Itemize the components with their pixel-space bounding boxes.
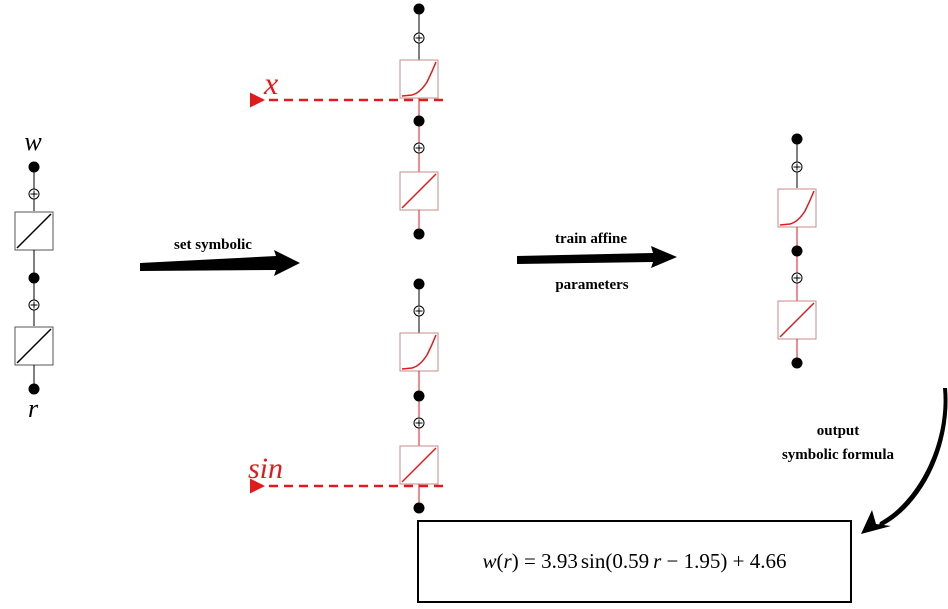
node <box>413 278 425 290</box>
node <box>791 245 803 257</box>
activation-curve-x <box>401 61 437 97</box>
curved-arrow-body <box>878 388 948 528</box>
arrow-shape <box>140 250 300 276</box>
formula-sin: sin <box>580 549 606 573</box>
set-symbolic-arrow: set symbolic <box>140 237 300 276</box>
node <box>413 390 425 402</box>
formula-lhs-close: ) <box>511 549 519 573</box>
arrow-shape <box>517 246 677 268</box>
activation-curve <box>401 334 437 370</box>
output-formula-arrow: output symbolic formula <box>782 388 948 534</box>
activation-curve-sin <box>401 447 437 483</box>
node <box>791 133 803 145</box>
left-network: w r <box>14 127 54 423</box>
right-network <box>777 133 817 369</box>
train-affine-label-2: parameters <box>555 277 628 293</box>
label-w: w <box>24 127 42 156</box>
node <box>28 272 40 284</box>
activation-curve <box>401 173 437 209</box>
node <box>28 161 40 173</box>
activation-curve <box>779 190 815 226</box>
node <box>413 115 425 127</box>
node <box>28 383 40 395</box>
symbolic-x-label: x <box>263 65 278 101</box>
train-affine-arrow: train affine parameters <box>517 231 677 293</box>
formula-lhs-func: w <box>482 549 497 573</box>
activation-curve <box>16 213 52 249</box>
train-affine-label-1: train affine <box>555 231 627 247</box>
node <box>413 3 425 15</box>
formula-var: r <box>653 549 662 573</box>
formula-lhs-var: r <box>503 549 512 573</box>
formula-open: (0.59 <box>605 549 650 573</box>
output-label-1: output <box>817 423 860 439</box>
formula-lhs-open: ( <box>496 549 504 573</box>
activation-curve <box>779 302 815 338</box>
label-r: r <box>28 394 39 423</box>
symbolic-sin-label: sin <box>248 452 283 485</box>
activation-curve <box>16 328 52 364</box>
node <box>413 502 425 514</box>
curved-arrow-head <box>861 510 891 534</box>
output-label-2: symbolic formula <box>782 447 895 463</box>
node <box>413 228 425 240</box>
formula-rest: − 1.95) + 4.66 <box>661 549 787 573</box>
node <box>791 357 803 369</box>
set-symbolic-label: set symbolic <box>174 237 252 253</box>
formula-equals: = 3.93 <box>518 549 578 573</box>
middle-network: x sin <box>248 3 443 514</box>
